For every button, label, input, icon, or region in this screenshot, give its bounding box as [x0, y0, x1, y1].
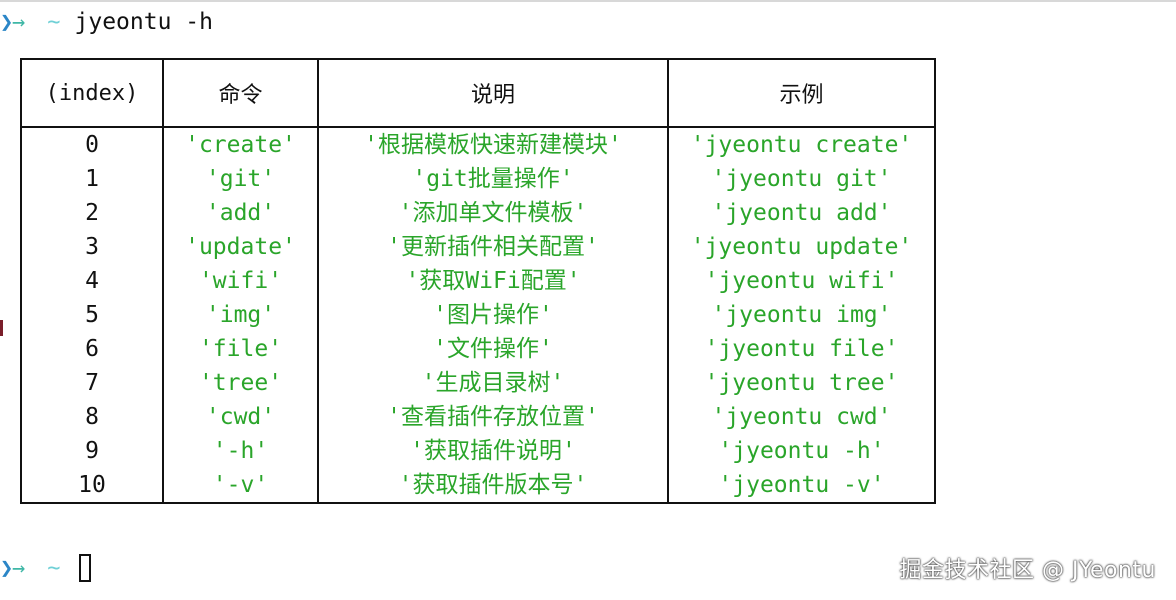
entered-command: jyeontu -h	[74, 9, 213, 35]
prompt-tilde: ~	[47, 555, 61, 581]
cell-command: '-v'	[212, 472, 269, 498]
cell-command: 'update'	[185, 234, 296, 260]
cell-command: 'create'	[185, 132, 296, 158]
arrow-tail-icon: →	[12, 555, 26, 581]
cell-index: 0	[85, 132, 99, 158]
window-top-border	[0, 0, 1176, 2]
cell-command: '-h'	[212, 438, 269, 464]
cell-example: 'jyeontu -v'	[718, 472, 885, 498]
cell-command: 'img'	[205, 302, 276, 328]
cell-description: '添加单文件模板'	[398, 200, 588, 226]
cell-command: 'tree'	[198, 370, 283, 396]
cell-command: 'wifi'	[198, 268, 283, 294]
cell-command: 'file'	[198, 336, 283, 362]
cell-index: 7	[85, 370, 99, 396]
cell-example: 'jyeontu wifi'	[704, 268, 899, 294]
cell-example: 'jyeontu update'	[690, 234, 913, 260]
header-example: 示例	[667, 58, 936, 128]
cell-example: 'jyeontu add'	[711, 200, 892, 226]
cell-example: 'jyeontu file'	[704, 336, 899, 362]
header-command: 命令	[162, 58, 319, 128]
cell-command: 'cwd'	[205, 404, 276, 430]
table-header-row: (index) 命令 说明 示例	[20, 58, 936, 128]
cell-example: 'jyeontu tree'	[704, 370, 899, 396]
arrow-right-icon: ❯	[0, 9, 14, 35]
cell-description: '图片操作'	[433, 302, 553, 328]
cell-index: 2	[85, 200, 99, 226]
cell-example: 'jyeontu -h'	[718, 438, 885, 464]
prompt-tilde: ~	[47, 9, 61, 35]
index-column: 0 1 2 3 4 5 6 7 8 9 10	[20, 126, 164, 504]
cell-description: 'git批量操作'	[412, 166, 574, 192]
cell-description: '生成目录树'	[421, 370, 565, 396]
command-column: 'create' 'git' 'add' 'update' 'wifi' 'img' 'fi…	[162, 126, 319, 504]
cell-index: 1	[85, 166, 99, 192]
prompt-line-input[interactable]: ❯→ ~	[0, 550, 91, 586]
arrow-tail-icon: →	[12, 9, 26, 35]
cell-example: 'jyeontu create'	[690, 132, 913, 158]
prompt-line-command: ❯→ ~ jyeontu -h	[0, 4, 213, 40]
gutter-marker	[0, 320, 3, 336]
watermark: 掘金技术社区 @ JYeontu	[899, 558, 1156, 583]
header-index: (index)	[20, 58, 164, 128]
cell-description: '根据模板快速新建模块'	[364, 132, 622, 158]
cell-description: '查看插件存放位置'	[387, 404, 599, 430]
cell-description: '获取插件说明'	[410, 438, 576, 464]
cell-description: '更新插件相关配置'	[387, 234, 599, 260]
header-description: 说明	[317, 58, 669, 128]
cell-index: 4	[85, 268, 99, 294]
description-column: '根据模板快速新建模块' 'git批量操作' '添加单文件模板' '更新插件相关配置'…	[317, 126, 669, 504]
arrow-right-icon: ❯	[0, 555, 14, 581]
cell-index: 10	[78, 472, 106, 498]
cell-index: 5	[85, 302, 99, 328]
cell-example: 'jyeontu git'	[711, 166, 892, 192]
example-column: 'jyeontu create' 'jyeontu git' 'jyeontu ad…	[667, 126, 936, 504]
cell-description: '文件操作'	[433, 336, 553, 362]
text-cursor[interactable]	[78, 554, 91, 582]
cell-index: 8	[85, 404, 99, 430]
cell-description: '获取插件版本号'	[398, 472, 588, 498]
cell-index: 3	[85, 234, 99, 260]
cell-example: 'jyeontu img'	[711, 302, 892, 328]
cell-index: 6	[85, 336, 99, 362]
help-table: (index) 命令 说明 示例 0 1 2 3 4 5 6 7 8 9 10 'create' 'g…	[20, 58, 936, 504]
cell-command: 'git'	[205, 166, 276, 192]
cell-example: 'jyeontu cwd'	[711, 404, 892, 430]
cell-index: 9	[85, 438, 99, 464]
cell-description: '获取WiFi配置'	[405, 268, 581, 294]
cell-command: 'add'	[205, 200, 276, 226]
